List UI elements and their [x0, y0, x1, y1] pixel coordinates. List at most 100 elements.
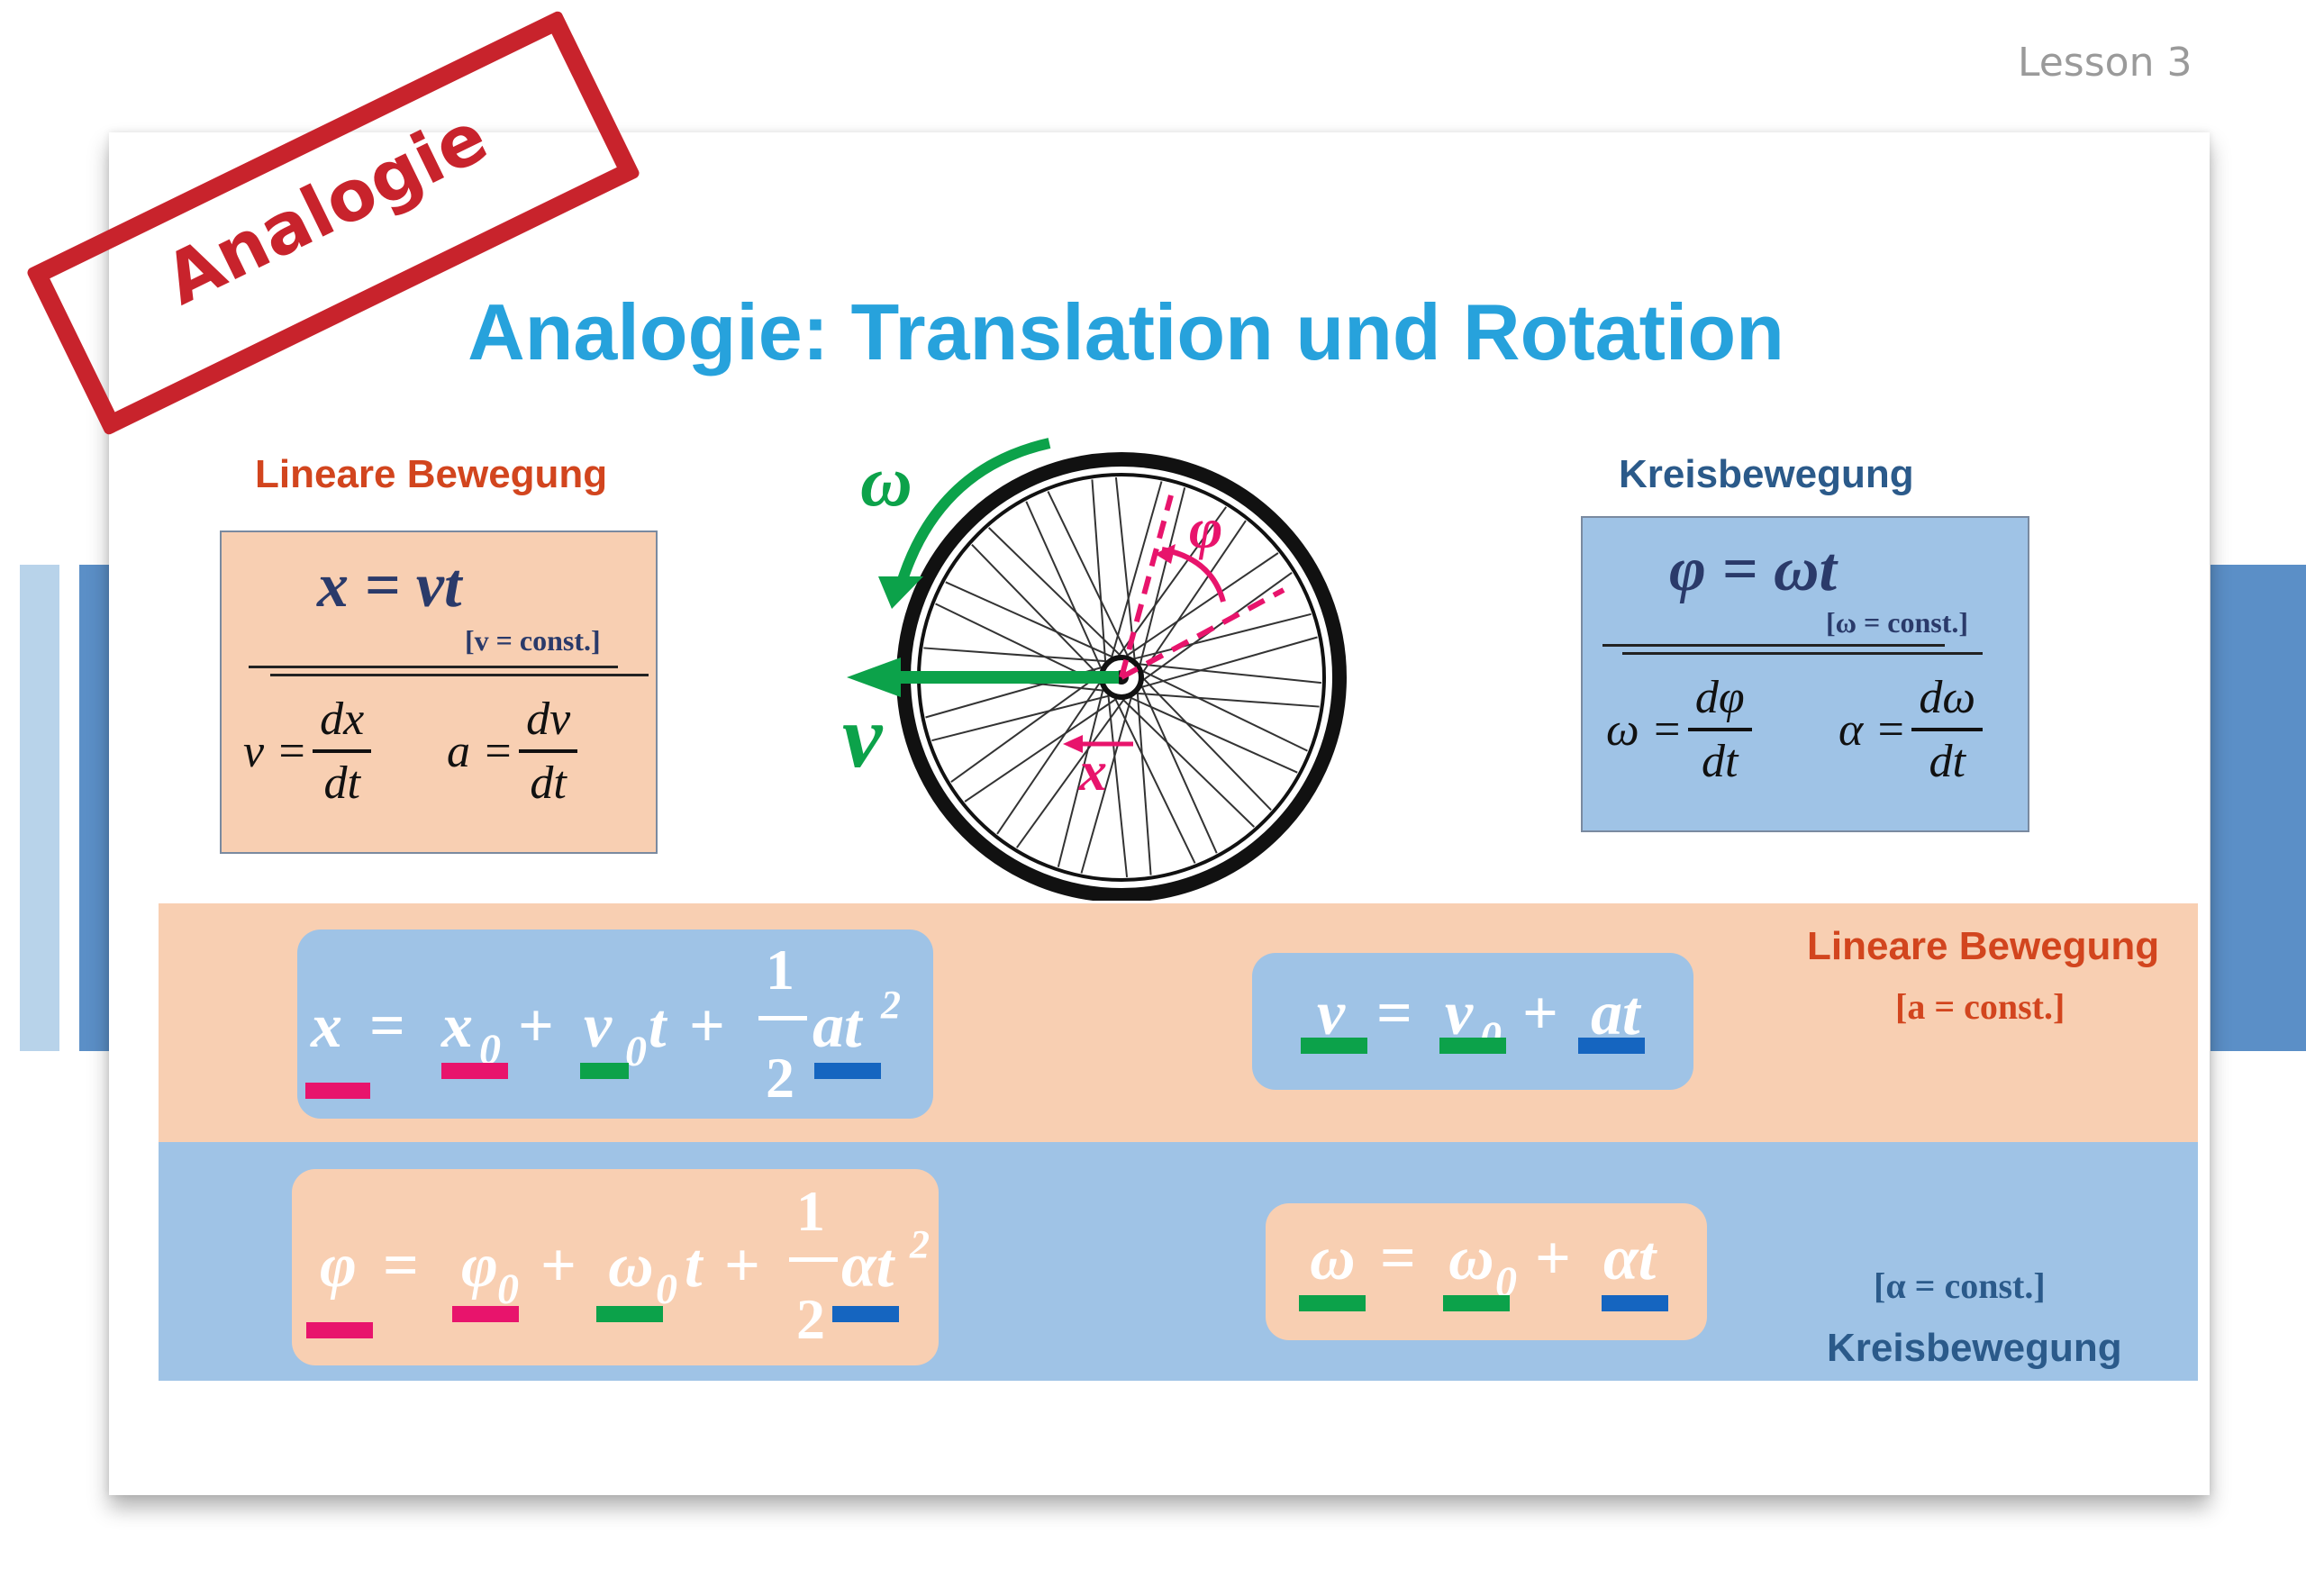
phi-reference-line [1119, 494, 1174, 678]
wheel-spoke [1138, 571, 1293, 685]
phi-radius-line [1120, 587, 1285, 680]
underline-v [1301, 1038, 1367, 1054]
linear-header: Lineare Bewegung [255, 452, 608, 496]
circular-rule-1 [1602, 644, 1945, 647]
ang-plus2: + [724, 1231, 760, 1301]
wheel-spokes [921, 476, 1322, 878]
wheel-spoke [1138, 673, 1272, 811]
linear-rule-1 [249, 666, 618, 668]
linear-condition: [v = const.] [465, 624, 601, 657]
wheel-spoke [1136, 667, 1308, 752]
linear-band-condition: [a = const.] [1895, 986, 2065, 1027]
ang-half-num: 1 [796, 1179, 825, 1243]
wheel-spoke [1138, 680, 1218, 854]
omega-arrow [895, 438, 1051, 587]
wheel-spoke [1130, 692, 1320, 708]
pos-x: x [311, 992, 342, 1061]
wheel-spoke [1106, 688, 1129, 878]
pos-half-den: 2 [766, 1046, 794, 1110]
wheel-spoke [945, 581, 1119, 661]
wheel-spoke [996, 676, 1104, 835]
linear-position-pill [297, 929, 933, 1119]
velocity-label: v [842, 686, 883, 786]
vel-plus: + [1522, 979, 1558, 1048]
circular-main-equation: φ = ωt [1669, 535, 1837, 604]
ang-w0-sub: 0 [656, 1265, 677, 1313]
omega-definition: ω = dφ dt [1606, 671, 1757, 788]
underline-v0-2 [1439, 1038, 1506, 1054]
acceleration-definition: a = dv dt [447, 693, 583, 810]
wheel-spoke [1112, 692, 1196, 864]
pos-plus1: + [518, 992, 554, 1061]
ang-plus1: + [540, 1231, 576, 1301]
velocity-arrow-head [847, 657, 901, 697]
underline-alpha [832, 1306, 899, 1322]
ang-w0: ω [608, 1231, 654, 1301]
x-arrow-head [1063, 735, 1083, 753]
wheel-spoke [950, 670, 1105, 784]
slide-title: Analogie: Translation und Rotation [468, 287, 1784, 376]
underline-at [1578, 1038, 1645, 1054]
underline-x0 [441, 1063, 508, 1079]
pos-x0: x [441, 992, 473, 1061]
dphi-num: dφ [1687, 671, 1752, 731]
linear-velocity-pill [1252, 953, 1693, 1090]
w-lhs: ω = [1606, 703, 1683, 756]
wheel-spoke [1057, 683, 1106, 867]
ang-phi: φ [320, 1231, 357, 1301]
om-plus: + [1535, 1224, 1571, 1293]
ang-half-bar [789, 1257, 838, 1262]
omega-arrow-head [878, 576, 923, 609]
ang-square: 2 [910, 1222, 930, 1266]
underline-phi [306, 1322, 373, 1338]
underline-phi0 [452, 1306, 519, 1322]
bicycle-wheel-illustration [847, 438, 1347, 901]
wheel-spoke [1135, 636, 1318, 690]
om-w0: ω [1448, 1224, 1494, 1293]
ang-eq: = [383, 1231, 419, 1301]
vel-v: v [1317, 979, 1346, 1048]
pos-v0-sub: 0 [625, 1028, 647, 1075]
linear-rule-2 [270, 674, 649, 676]
dv-dt-fraction: dv dt [519, 693, 578, 810]
dx-dt-fraction: dx dt [313, 693, 372, 810]
circular-band-label: Kreisbewegung [1827, 1326, 2122, 1370]
dx-num: dx [313, 693, 372, 753]
pos-t: t [649, 992, 667, 1061]
pos-v0: v [584, 992, 613, 1061]
pos-square: 2 [881, 983, 901, 1027]
phi-label: φ [1189, 496, 1223, 560]
vel-v0: v [1445, 979, 1474, 1048]
underline-w [1299, 1295, 1366, 1311]
wheel-spoke [988, 527, 1126, 661]
pos-eq: = [369, 992, 405, 1061]
ang-phi0: φ [461, 1231, 498, 1301]
velocity-definition: v = dx dt [243, 693, 377, 810]
alpha-definition: α = dω dt [1838, 671, 1988, 788]
pos-plus2: + [689, 992, 725, 1061]
side-bar-dark-left [79, 565, 112, 1051]
wheel-spoke [1047, 491, 1131, 663]
ang-phi0-sub: 0 [497, 1265, 519, 1313]
dv-num: dv [519, 693, 578, 753]
dt-den-4: dt [1929, 736, 1966, 787]
wheel-spoke [1025, 501, 1105, 675]
dt-den-3: dt [1701, 736, 1739, 787]
domega-dt-fraction: dω dt [1911, 671, 1984, 788]
wheel-spoke [1015, 694, 1129, 848]
circular-omega-pill [1266, 1203, 1707, 1340]
underline-x [305, 1083, 370, 1099]
pos-at: at [813, 992, 862, 1061]
omega-label: ω [860, 442, 912, 521]
ang-alpha-t: αt [841, 1231, 894, 1301]
underline-a [814, 1063, 881, 1079]
wheel-spoke [964, 694, 1122, 803]
wheel-spoke [1136, 685, 1152, 875]
om-alphat: αt [1603, 1224, 1657, 1293]
wheel-spoke [923, 647, 1113, 663]
underline-alphat [1602, 1295, 1668, 1311]
a-lhs: a = [447, 725, 514, 777]
wheel-spoke [1121, 552, 1279, 660]
underline-w0 [596, 1306, 663, 1322]
dphi-dt-fraction: dφ dt [1687, 671, 1752, 788]
